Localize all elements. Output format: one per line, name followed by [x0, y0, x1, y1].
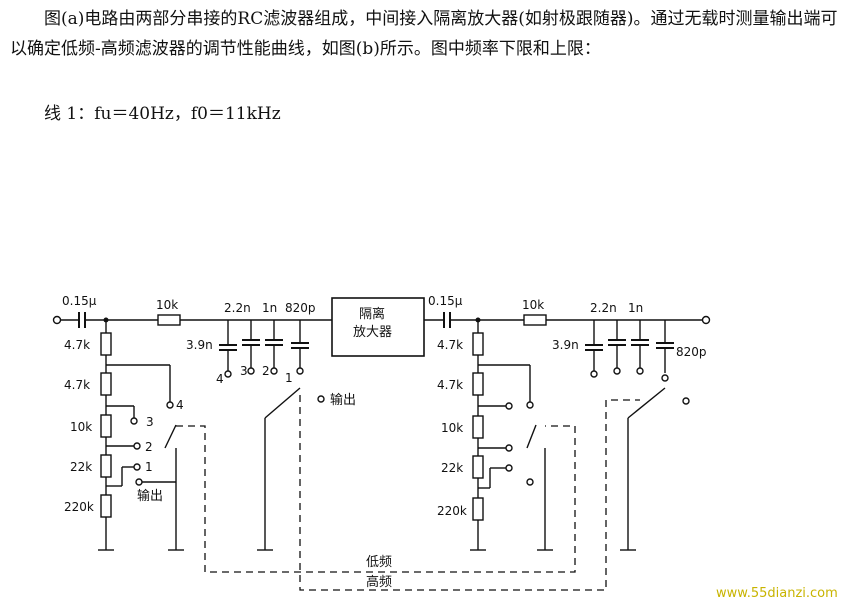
divider-label-r2: 4.7k	[437, 378, 463, 392]
series-res-label: 10k	[156, 298, 178, 312]
input-terminal	[52, 315, 62, 325]
output-terminal	[701, 315, 711, 325]
series-res-label-r: 10k	[522, 298, 544, 312]
cap-label-r-2n2: 2.2n	[590, 301, 617, 315]
sw-pos-1: 1	[145, 460, 153, 474]
divider-res-1	[100, 332, 112, 356]
formula-line: 线 1：fu＝40Hz，f0＝11kHz	[44, 104, 281, 124]
divider-label-r1: 4.7k	[437, 338, 463, 352]
divider-label-5: 220k	[64, 500, 94, 514]
divider-label-r3: 10k	[441, 421, 463, 435]
series-resistor	[157, 314, 181, 326]
low-gang-link	[176, 425, 576, 573]
amp-label-2: 放大器	[353, 325, 392, 340]
out-label-mid: 输出	[330, 392, 356, 408]
low-freq-label: 低频	[366, 555, 392, 570]
cap-in-label-r: 0.15μ	[428, 294, 463, 308]
cap-pos-3: 3	[240, 364, 248, 378]
out-label-left: 输出	[137, 488, 163, 504]
cap-label-820p: 820p	[285, 301, 316, 315]
divider-label-1: 4.7k	[64, 338, 90, 352]
high-gang-link	[299, 395, 640, 591]
divider-label-4: 22k	[70, 460, 92, 474]
sw-pos-2: 2	[145, 440, 153, 454]
divider-label-2: 4.7k	[64, 378, 90, 392]
divider-label-r4: 22k	[441, 461, 463, 475]
cap-pos-1: 1	[285, 371, 293, 385]
divider-label-r5: 220k	[437, 504, 467, 518]
cap-label-2n2: 2.2n	[224, 301, 251, 315]
cap-label-r-3n9: 3.9n	[552, 338, 579, 352]
cap-pos-4: 4	[216, 372, 224, 386]
cap-label-3n9: 3.9n	[186, 338, 213, 352]
divider-res-2	[100, 372, 112, 396]
cap-label-r-1n: 1n	[628, 301, 643, 315]
divider-res-5	[100, 494, 112, 518]
cap-pos-2: 2	[262, 364, 270, 378]
divider-res-4	[100, 454, 112, 478]
series-resistor-r	[523, 314, 547, 326]
description-text: 图(a)电路由两部分串接的RC滤波器组成，中间接入隔离放大器(如射极跟随器)。通…	[10, 9, 838, 59]
divider-res-3	[100, 414, 112, 438]
isolation-amplifier	[331, 297, 425, 357]
sw-pos-4: 4	[176, 398, 184, 412]
description-paragraph: 图(a)电路由两部分串接的RC滤波器组成，中间接入隔离放大器(如射极跟随器)。通…	[10, 4, 845, 64]
sw-pos-3: 3	[146, 415, 154, 429]
amp-label-1: 隔离	[359, 306, 385, 322]
high-freq-label: 高频	[366, 574, 392, 590]
divider-label-3: 10k	[70, 420, 92, 434]
cap-label-r-820p: 820p	[676, 345, 707, 359]
cap-label-1n: 1n	[262, 301, 277, 315]
watermark: www.55dianzi.com	[716, 586, 838, 601]
cap-in-label: 0.15μ	[62, 294, 97, 308]
